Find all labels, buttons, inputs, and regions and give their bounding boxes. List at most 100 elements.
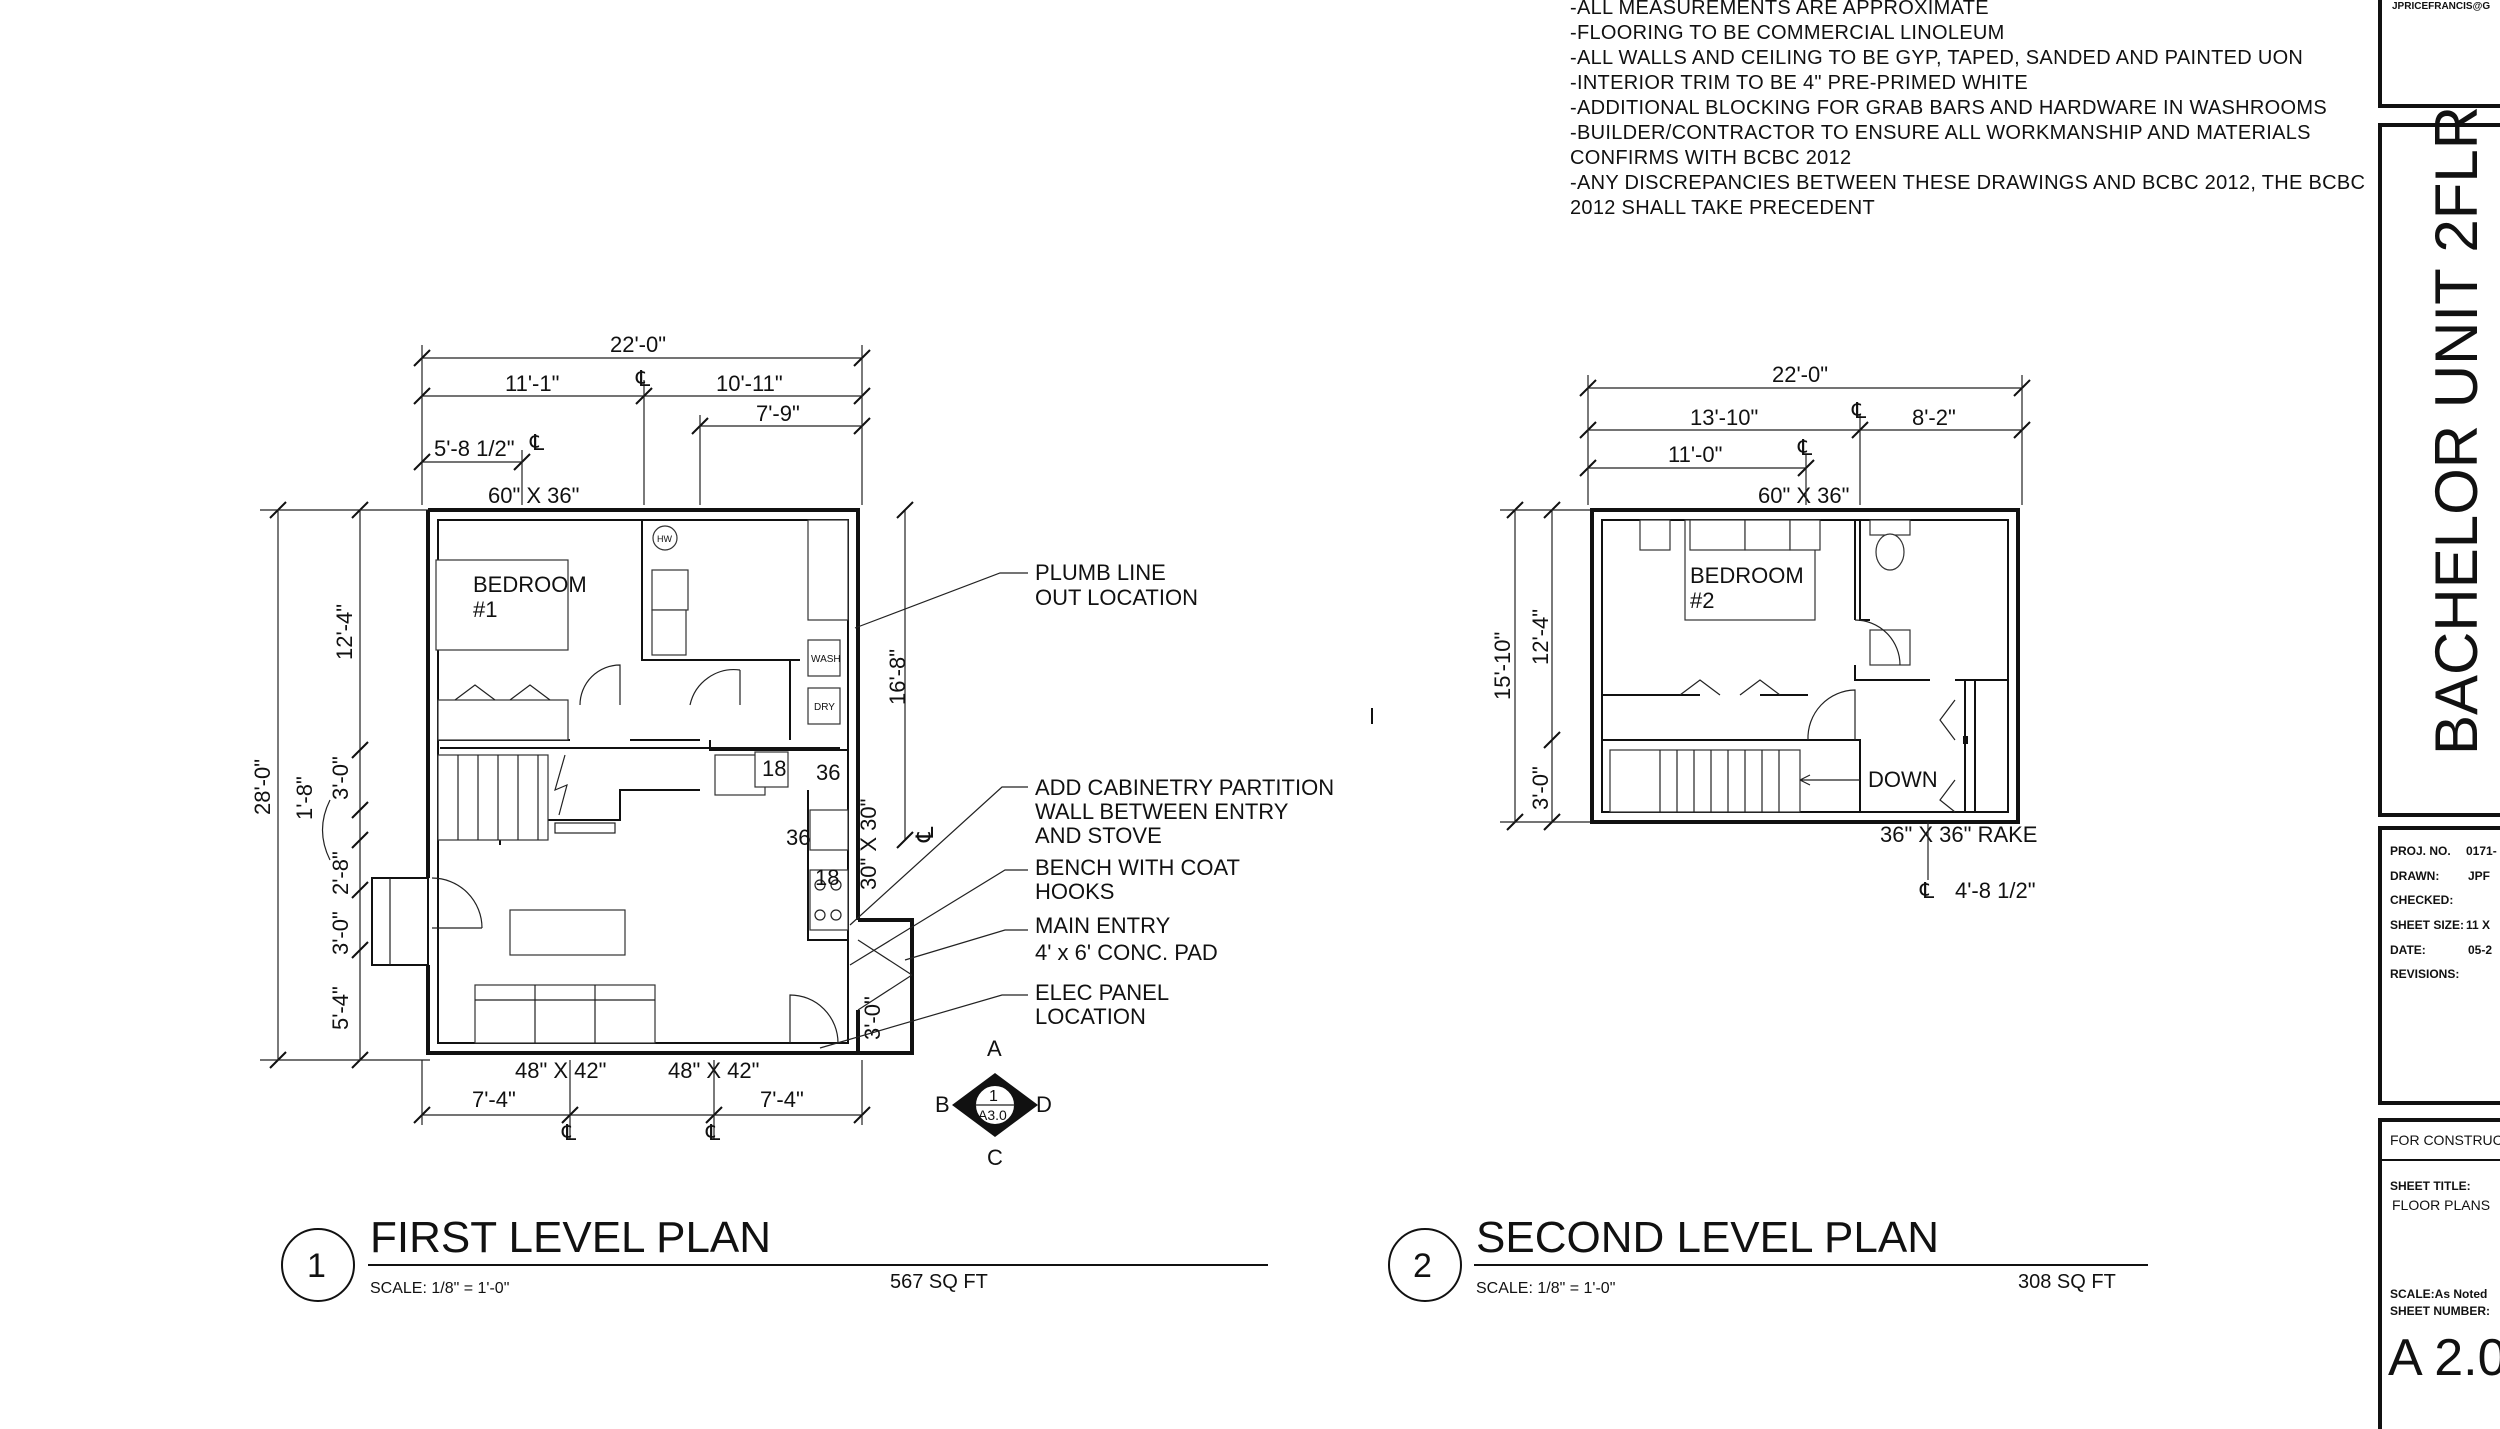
washer bbox=[807, 639, 841, 677]
bath-door-swing bbox=[689, 668, 741, 706]
bath-door-swing bbox=[1854, 619, 1901, 666]
plan1-right-dimensions: 16'-8" ℄ 3'-0" bbox=[860, 501, 939, 1040]
bed bbox=[435, 559, 569, 651]
plan1-walls bbox=[371, 508, 914, 1055]
callout-cabinetry: ADD CABINETRY PARTITION bbox=[1035, 775, 1334, 800]
dim-h-total: 28'-0" bbox=[250, 759, 275, 815]
stairs bbox=[437, 754, 549, 841]
dim-left2: 5'-8 1/2" bbox=[434, 436, 515, 461]
tb-sheet-title: FLOOR PLANS bbox=[2392, 1197, 2490, 1213]
toilet bbox=[1875, 533, 1905, 571]
hot-water-tank bbox=[652, 525, 678, 551]
section-d: D bbox=[1036, 1092, 1052, 1117]
plan1-top-dimensions: 22'-0" 11'-1" 10'-11" 7'-9" 5'-8 1/2" 60… bbox=[413, 332, 871, 508]
dim-h-a: 3'-0" bbox=[328, 756, 353, 800]
sofa bbox=[474, 984, 656, 1044]
plan2-number: 2 bbox=[1413, 1247, 1432, 1285]
note-line: -ANY DISCREPANCIES BETWEEN THESE DRAWING… bbox=[1570, 172, 2365, 194]
room-label-bedroom: BEDROOM bbox=[473, 572, 587, 597]
toilet bbox=[651, 609, 687, 656]
bathtub bbox=[807, 519, 849, 621]
centerline-symbol: ℄ bbox=[561, 1120, 577, 1145]
note-line: 2012 SHALL TAKE PRECEDENT bbox=[1570, 197, 1875, 219]
stove bbox=[809, 869, 849, 931]
plan2-title-block: 2 SECOND LEVEL PLAN SCALE: 1/8" = 1'-0" … bbox=[1388, 1213, 2148, 1302]
centerline-symbol: ℄ bbox=[912, 826, 939, 843]
section-b: B bbox=[935, 1092, 950, 1117]
entry-door-swing bbox=[431, 877, 483, 929]
note-line: -ALL MEASUREMENTS ARE APPROXIMATE bbox=[1570, 0, 1989, 19]
tb-label: DRAWN: bbox=[2390, 869, 2439, 883]
plan1-callouts: PLUMB LINE OUT LOCATION ADD CABINETRY PA… bbox=[819, 560, 1334, 1049]
tb-project-title: BACHELOR UNIT 2FLR bbox=[2423, 106, 2490, 755]
centerline-symbol: ℄ bbox=[1797, 435, 1813, 460]
tb-label: SHEET NUMBER: bbox=[2390, 1304, 2490, 1318]
centerline-symbol: ℄ bbox=[635, 366, 651, 391]
room-label-bedroom: BEDROOM bbox=[1690, 563, 1804, 588]
stairs bbox=[1609, 749, 1801, 813]
dryer bbox=[807, 687, 841, 725]
tb-label: SHEET TITLE: bbox=[2390, 1179, 2471, 1193]
section-c: C bbox=[987, 1145, 1003, 1170]
tb-value: 11 X bbox=[2466, 918, 2490, 932]
first-level-plan: 22'-0" 11'-1" 10'-11" 7'-9" 5'-8 1/2" 60… bbox=[250, 332, 1334, 1302]
sheet-title-block: JPRICEFRANCIS@G BACHELOR UNIT 2FLR PROJ.… bbox=[2378, 0, 2500, 1429]
bedroom-door-swing bbox=[1807, 689, 1856, 741]
tb-value: 05-2 bbox=[2468, 943, 2492, 957]
tb-status: FOR CONSTRUCT bbox=[2390, 1132, 2500, 1148]
plan2-title: SECOND LEVEL PLAN bbox=[1476, 1213, 1939, 1262]
note-line: -INTERIOR TRIM TO BE 4" PRE-PRIMED WHITE bbox=[1570, 72, 2028, 94]
dim-bot-left: 7'-4" bbox=[472, 1087, 516, 1112]
plan2-area: 308 SQ FT bbox=[2018, 1271, 2116, 1293]
wash-label: WASH bbox=[811, 654, 841, 665]
dim-h-d: 3'-0" bbox=[328, 911, 353, 955]
centerline-symbol: ℄ bbox=[1851, 398, 1867, 423]
cab-label: 36 bbox=[786, 825, 810, 850]
dim-h-e: 5'-4" bbox=[328, 986, 353, 1030]
dim-rake: 36" X 36" RAKE bbox=[1880, 822, 2037, 847]
section-marker: 1 A3.0 A B D C bbox=[935, 1036, 1052, 1170]
tb-label: CHECKED: bbox=[2390, 893, 2453, 907]
dim-overall: 22'-0" bbox=[610, 332, 666, 357]
tb-sheet-number: A 2.0 bbox=[2388, 1329, 2500, 1387]
dim-bot: 4'-8 1/2" bbox=[1955, 878, 2036, 903]
dim-right: 10'-11" bbox=[716, 371, 783, 396]
dim-overall: 22'-0" bbox=[1772, 362, 1828, 387]
tb-value: JPF bbox=[2468, 869, 2490, 883]
bedroom-door-swing bbox=[579, 664, 621, 706]
tb-label: REVISIONS: bbox=[2390, 967, 2459, 981]
second-level-plan: 22'-0" 13'-10" 8'-2" 11'-0" 60" X 36" ℄ … bbox=[1388, 362, 2148, 1302]
plan1-scale: SCALE: 1/8" = 1'-0" bbox=[370, 1280, 509, 1297]
note-line: -ADDITIONAL BLOCKING FOR GRAB BARS AND H… bbox=[1570, 97, 2327, 119]
label-down: DOWN bbox=[1868, 767, 1938, 792]
plan1-number: 1 bbox=[307, 1247, 326, 1285]
tb-label: SCALE:As Noted bbox=[2390, 1287, 2487, 1301]
tb-label: DATE: bbox=[2390, 943, 2426, 957]
plan2-top-dimensions: 22'-0" 13'-10" 8'-2" 11'-0" 60" X 36" ℄ … bbox=[1579, 362, 2031, 508]
dim-right2: 7'-9" bbox=[756, 401, 800, 426]
dim-left: 13'-10" bbox=[1690, 405, 1758, 430]
dim-h-bed: 12'-4" bbox=[332, 604, 357, 660]
callout-main-entry: 4' x 6' CONC. PAD bbox=[1035, 940, 1218, 965]
centerline-symbol: ℄ bbox=[1919, 878, 1935, 903]
dim-left2: 11'-0" bbox=[1668, 442, 1722, 467]
callout-elec-panel: LOCATION bbox=[1035, 1004, 1146, 1029]
note-line: -ALL WALLS AND CEILING TO BE GYP, TAPED,… bbox=[1570, 47, 2303, 69]
callout-plumb-line: OUT LOCATION bbox=[1035, 585, 1198, 610]
plan1-bottom-dimensions: 48" X 42" 48" X 42" 7'-4" 7'-4" ℄ ℄ bbox=[413, 1058, 871, 1145]
plan1-title-block: 1 FIRST LEVEL PLAN SCALE: 1/8" = 1'-0" 5… bbox=[281, 1213, 1268, 1302]
section-sheet: A3.0 bbox=[978, 1107, 1007, 1123]
dim-h-right: 16'-8" bbox=[885, 649, 910, 705]
cab-label: 30" X 30" bbox=[856, 799, 881, 890]
dim-win-b1: 48" X 42" bbox=[515, 1058, 606, 1083]
note-line: CONFIRMS WITH BCBC 2012 bbox=[1570, 147, 1851, 169]
hw-label: HW bbox=[657, 534, 672, 544]
plan1-title: FIRST LEVEL PLAN bbox=[370, 1213, 771, 1262]
dim-h-c: 2'-8" bbox=[328, 851, 353, 895]
vanity bbox=[651, 569, 689, 611]
dim-h-b: 1'-8" bbox=[292, 776, 317, 820]
cab-label: 18 bbox=[815, 865, 839, 890]
callout-elec-panel: ELEC PANEL bbox=[1035, 980, 1169, 1005]
dim-h-total: 15'-10" bbox=[1490, 632, 1515, 700]
sink bbox=[809, 809, 849, 851]
